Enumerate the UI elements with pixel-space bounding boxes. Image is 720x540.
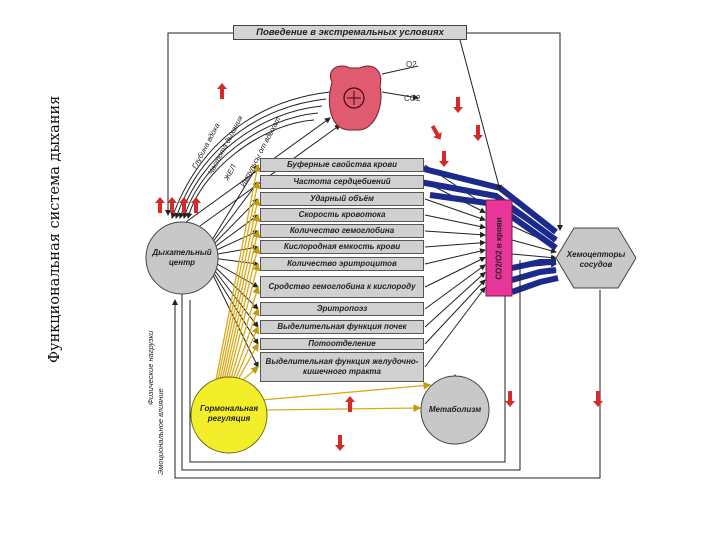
parameter-box: Скорость кровотока [260,208,424,222]
connection-line [424,264,486,310]
connection-line [211,260,259,288]
connection-line [174,98,327,219]
respiratory-center-label: Дыхательный центр [152,248,212,267]
chemoreceptors-node [555,227,637,289]
blood-gas-label: CO2/O2 в крови [482,206,516,290]
feedback-loops [165,32,601,479]
parameter-box: Количество гемоглобина [260,224,424,238]
connection-line [424,214,486,230]
red-arrow [167,197,177,213]
connection-line [424,257,486,288]
connection-line [211,198,259,247]
co2-label: CO2 [404,94,421,103]
emotional-influence-label: Эмоциональное влияние [156,388,165,475]
red-arrow [505,391,515,407]
connection-line [424,239,486,248]
red-arrow [593,391,603,407]
parameter-box: Количество эритроцитов [260,257,424,271]
hormonal-line [220,213,261,386]
metabolism-label: Метаболизм [428,405,482,414]
blood-gas-box [485,199,513,297]
top-box: Поведение в экстремальных условиях [233,25,467,40]
lungs-illustration [328,65,418,131]
hormonal-line [224,245,261,386]
red-arrow [439,151,449,167]
hormonal-line [218,197,261,386]
parameter-box: Потоотделение [260,338,424,350]
connection-line [211,181,259,244]
red-arrow [155,197,165,213]
connection-line [424,198,486,222]
hormonal-regulation-node [190,376,268,454]
connection-line [511,239,557,254]
blue-signal-arrow [419,179,558,243]
connection-line [182,112,319,219]
connection-line [424,248,486,265]
hormonal-connection-lines [214,163,432,412]
red-arrows [155,83,603,451]
parameter-box: Сродство гемоглобина к кислороду [260,276,424,298]
chemoreceptors-label: Хемоцепторы сосудов [566,250,626,269]
parameter-box: Частота сердцебиений [260,175,424,189]
connection-line [511,253,557,261]
blue-signal-arrow [511,259,556,271]
connection-line [424,279,486,345]
hormonal-regulation-label: Гормональная регуляция [199,404,259,423]
hormonal-line [216,180,261,386]
connection-line [178,105,323,219]
connection-line [170,91,331,219]
parameter-box: Выделительная функция почек [260,320,424,334]
connection-line [424,286,486,368]
parameter-box: Кислородная емкость крови [260,240,424,254]
hormonal-line [265,404,422,412]
hormonal-line [222,229,261,386]
parameter-box: Ударный объём [260,192,424,206]
hormonal-line [232,325,260,386]
hormonal-line [226,262,261,386]
metabolism-node [420,375,490,445]
hormonal-line [261,381,432,401]
red-arrow [179,197,189,213]
hormonal-line [230,307,260,386]
connection-line [424,271,486,328]
red-arrow [191,197,201,213]
hormonal-line [214,163,261,386]
parameter-box: Выделительная функция желудочно-кишечног… [260,352,424,382]
parameter-box: Буферные свойства крови [260,158,424,172]
red-arrow [335,435,345,451]
parameter-box: Эритропоэз [260,302,424,316]
connection-line [211,263,259,310]
hormonal-line [228,285,260,386]
blue-signal-arrow [510,275,559,295]
physical-load-label: Физические нагрузки [146,330,155,405]
red-arrow [453,97,463,113]
red-arrow [430,124,442,140]
red-arrow [345,396,355,412]
red-arrow [473,125,483,141]
respiratory-center-node [145,221,219,295]
blue-signal-arrow [511,267,557,283]
blood-gas-text: CO2/O2 в крови [494,216,504,280]
red-arrow [217,83,227,99]
connection-line [424,230,486,238]
connection-line [211,164,259,241]
o2-label: O2 [406,60,417,69]
